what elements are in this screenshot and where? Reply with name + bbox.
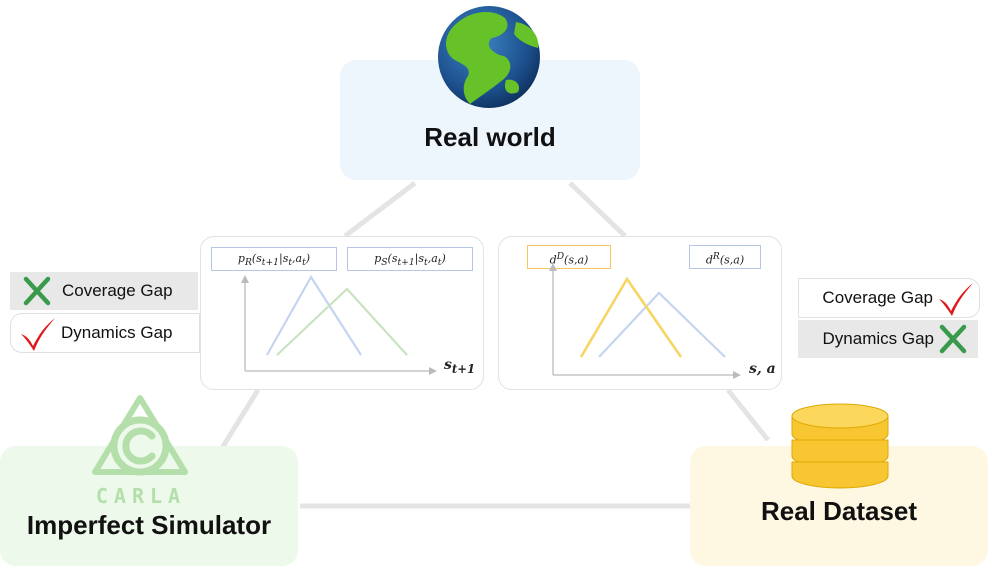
carla-logo-text: CARLA <box>95 484 187 508</box>
right-plot <box>549 263 741 379</box>
coverage-gap-label: Coverage Gap <box>822 288 933 307</box>
check-icon <box>939 283 973 316</box>
dataset-coverage-panel: dD(s,a) dR(s,a) s, a <box>498 236 782 390</box>
check-icon <box>21 318 55 351</box>
simulator-dynamics-panel: pR(st+1|st,at) pS(st+1|st,at) st+1 <box>200 236 484 390</box>
real-world-label: Real world <box>424 122 556 152</box>
real-world-node: Real world <box>340 60 640 180</box>
dataset-dynamics-gap-row: Dynamics Gap <box>798 320 978 358</box>
curve-real-distribution <box>598 291 726 358</box>
dynamics-gap-label: Dynamics Gap <box>822 329 934 348</box>
legend-sim-dynamics: pS(st+1|st,at) <box>347 247 473 271</box>
real-dataset-label: Real Dataset <box>760 496 918 526</box>
curve-real-dynamics <box>266 274 362 356</box>
x-axis-label: st+1 <box>444 357 476 376</box>
simulator-coverage-gap-row: Coverage Gap <box>10 272 198 310</box>
x-axis-label: s, a <box>749 361 776 377</box>
cross-icon <box>939 324 967 354</box>
dataset-coverage-gap-row: Coverage Gap <box>798 278 980 318</box>
legend-real-distribution: dR(s,a) <box>689 245 761 269</box>
curve-data-distribution <box>579 276 683 358</box>
legend-real-dynamics: pR(st+1|st,at) <box>211 247 337 271</box>
dynamics-gap-label: Dynamics Gap <box>61 323 173 342</box>
simulator-dynamics-gap-row: Dynamics Gap <box>10 313 200 353</box>
cross-icon <box>23 276 51 306</box>
real-dataset-node: Real Dataset <box>690 446 988 566</box>
curve-sim-dynamics <box>276 287 408 356</box>
legend-data-distribution: dD(s,a) <box>527 245 611 269</box>
left-plot <box>241 274 437 375</box>
coverage-gap-label: Coverage Gap <box>62 281 173 300</box>
imperfect-simulator-label: Imperfect Simulator <box>26 510 272 540</box>
